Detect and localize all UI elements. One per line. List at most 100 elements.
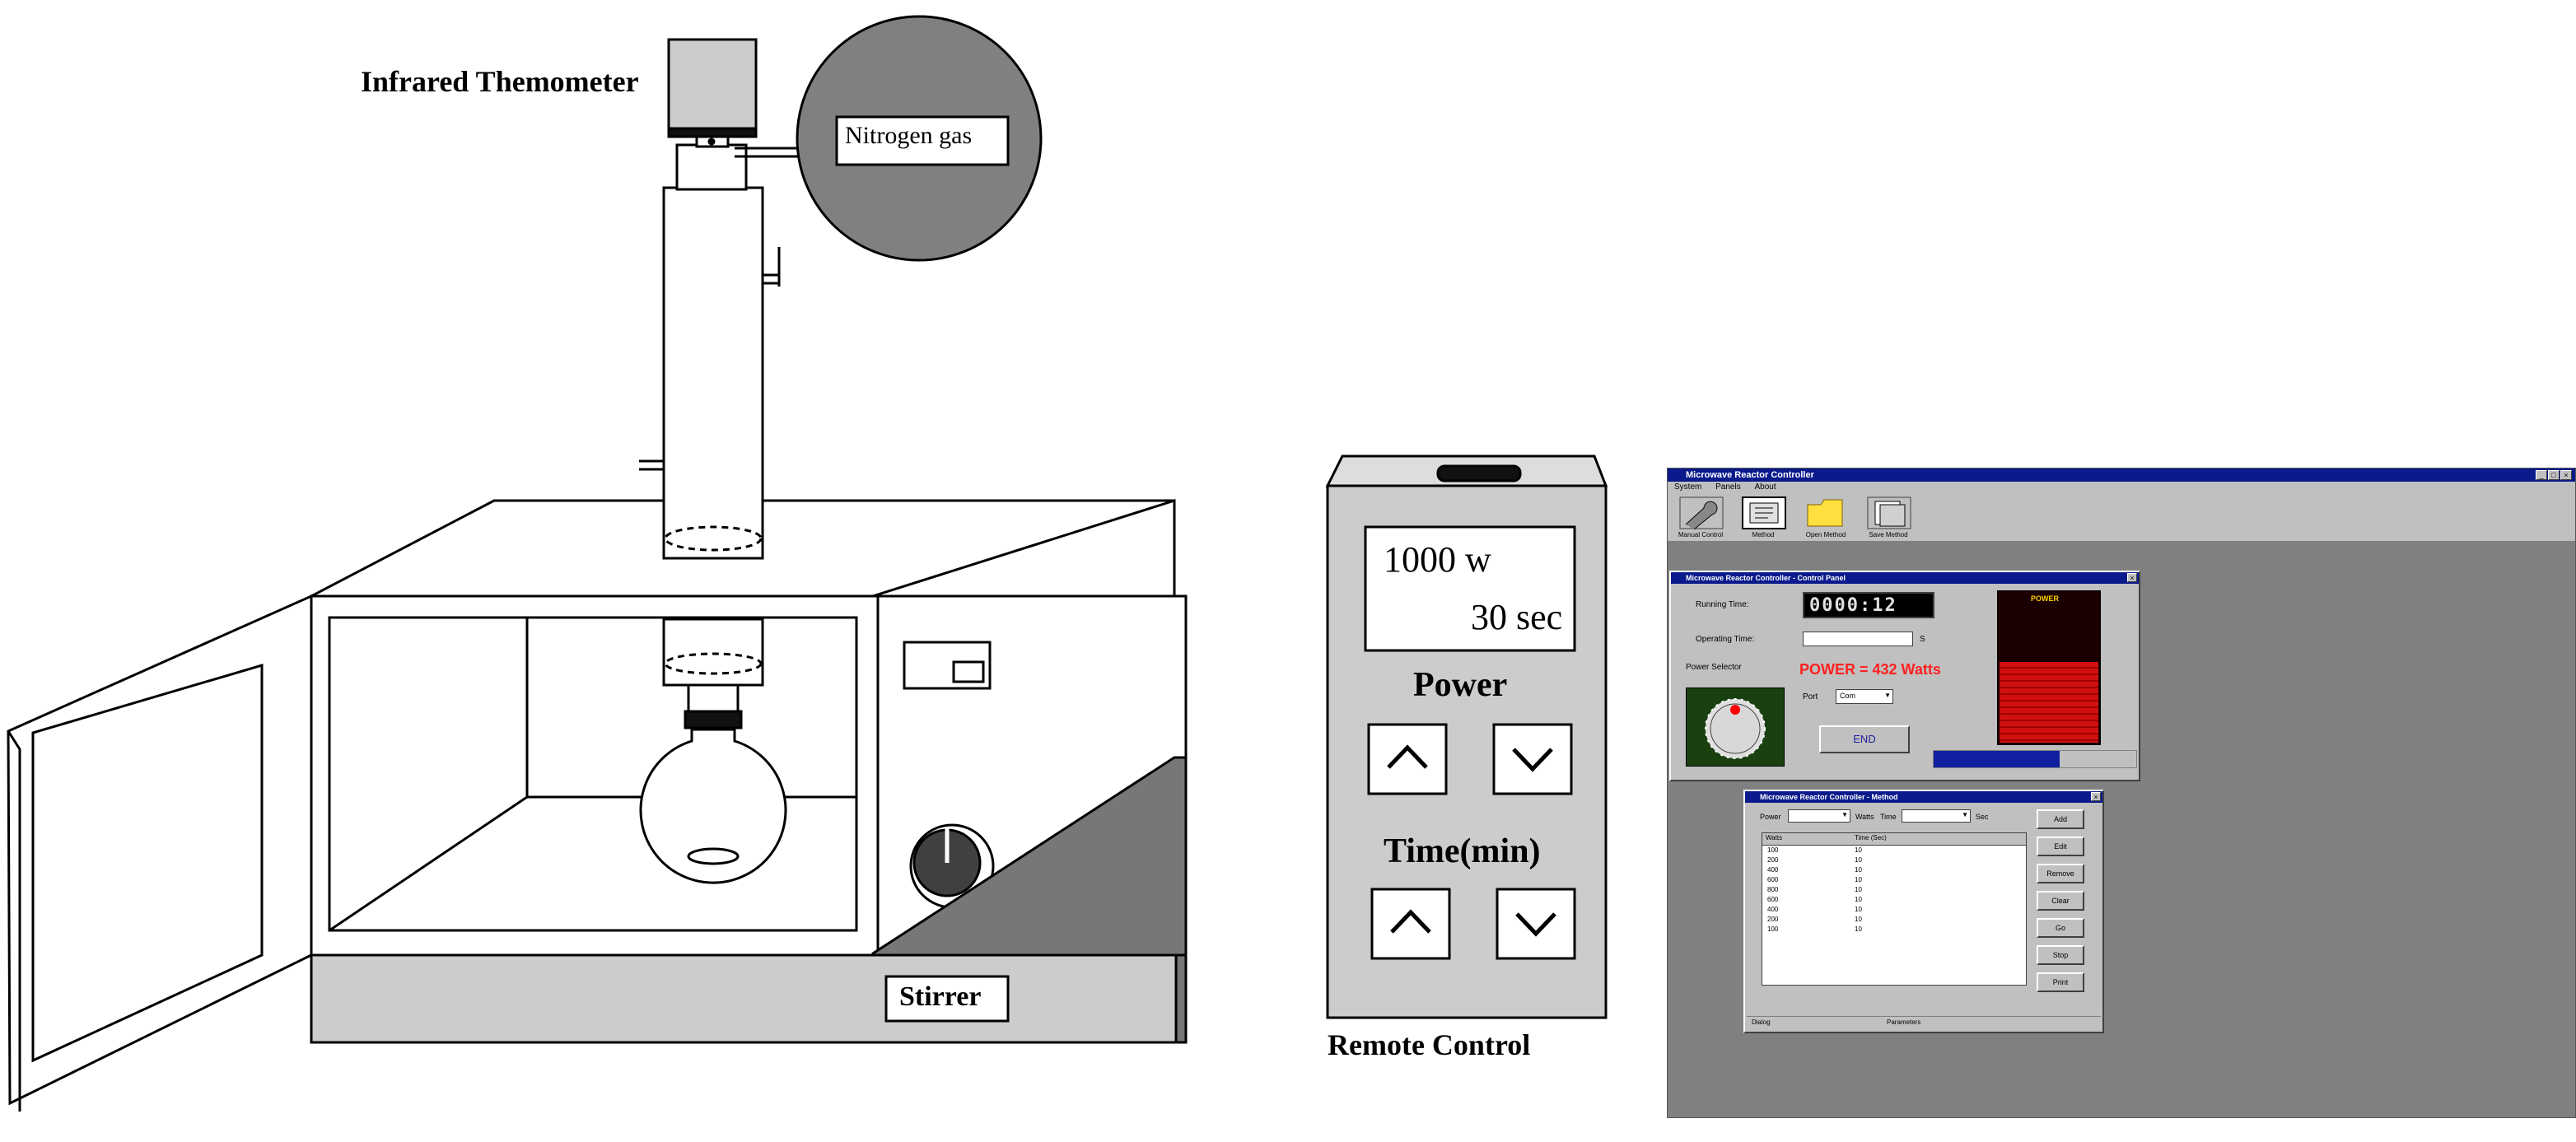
app-window: Microwave Reactor Controller _ □ × Syste… <box>1667 468 2576 1118</box>
port-select[interactable]: Com ▼ <box>1836 689 1893 704</box>
cell-time: 10 <box>1855 856 1862 864</box>
menu-system[interactable]: System <box>1674 482 1702 492</box>
method-panel-window: Microwave Reactor Controller - Method × … <box>1743 790 2104 1033</box>
table-row[interactable]: 100 10 <box>1762 925 2026 935</box>
toolbar: Manual Control Method Open Method <box>1668 493 2575 542</box>
power-selector-label: Power Selector <box>1686 663 1742 672</box>
method-sec-label: Sec <box>1976 813 1989 821</box>
method-panel-title: Microwave Reactor Controller - Method <box>1745 791 2102 803</box>
menu-about[interactable]: About <box>1754 482 1776 492</box>
cell-time: 10 <box>1855 925 1862 933</box>
method-power-label: Power <box>1760 813 1781 821</box>
maximize-button[interactable]: □ <box>2548 470 2560 480</box>
remote-power-label: Power <box>1413 666 1508 704</box>
method-time-label: Time <box>1880 813 1897 821</box>
clear-button[interactable]: Clear <box>2037 891 2084 911</box>
add-button[interactable]: Add <box>2037 809 2084 829</box>
time-down-button[interactable] <box>1496 888 1576 960</box>
cell-watts: 100 <box>1767 925 1779 933</box>
control-panel-title: Microwave Reactor Controller - Control P… <box>1671 572 2139 584</box>
table-row[interactable]: 100 10 <box>1762 846 2026 856</box>
chevron-down-icon: ▼ <box>1841 811 1848 818</box>
cell-watts: 400 <box>1767 866 1779 874</box>
method-power-select[interactable]: ▼ <box>1788 809 1850 823</box>
table-row[interactable]: 800 10 <box>1762 886 2026 896</box>
open-method-button[interactable]: Open Method <box>1796 496 1855 539</box>
operating-time-label: Operating Time: <box>1696 635 1755 644</box>
remote-display-power: 1000 w <box>1384 539 1491 580</box>
cell-watts: 100 <box>1767 846 1779 854</box>
cell-time: 10 <box>1855 866 1862 874</box>
table-row[interactable]: 200 10 <box>1762 916 2026 925</box>
notebook-icon <box>1742 496 1786 529</box>
method-time-select[interactable]: ▼ <box>1902 809 1971 823</box>
print-button[interactable]: Print <box>2037 972 2084 992</box>
app-titlebar: Microwave Reactor Controller <box>1668 468 2575 482</box>
stirrer-base <box>310 756 1188 1044</box>
stirrer-label-box <box>884 975 1010 1023</box>
power-down-button[interactable] <box>1492 723 1573 795</box>
running-time-label: Running Time: <box>1696 600 1749 609</box>
menu-panels[interactable]: Panels <box>1715 482 1741 492</box>
table-row[interactable]: 400 10 <box>1762 866 2026 876</box>
cell-watts: 200 <box>1767 916 1779 923</box>
stop-button[interactable]: Stop <box>2037 945 2084 965</box>
minimize-button[interactable]: _ <box>2536 470 2547 480</box>
status-right: Parameters <box>1887 1018 1921 1026</box>
cell-time: 10 <box>1855 916 1862 923</box>
power-readout: POWER = 432 Watts <box>1799 661 1941 678</box>
go-button[interactable]: Go <box>2037 918 2084 938</box>
power-up-button[interactable] <box>1367 723 1448 795</box>
port-label: Port <box>1803 692 1818 702</box>
folder-icon <box>1807 499 1843 527</box>
cell-time: 10 <box>1855 886 1862 893</box>
cell-watts: 800 <box>1767 886 1779 893</box>
close-button[interactable]: × <box>2560 470 2572 480</box>
column-header: Time (Sec) <box>1855 834 1887 841</box>
cell-watts: 400 <box>1767 906 1779 913</box>
menu-bar: System Panels About <box>1668 482 2575 493</box>
app-title: Microwave Reactor Controller <box>1686 470 1814 480</box>
remove-button[interactable]: Remove <box>2037 864 2084 883</box>
save-disk-icon <box>1867 496 1911 529</box>
chevron-down-icon: ▼ <box>1962 811 1968 818</box>
status-bar: Dialog Parameters <box>1747 1016 2101 1030</box>
table-row[interactable]: 200 10 <box>1762 856 2026 866</box>
chevron-down-icon: ▼ <box>1884 692 1891 699</box>
status-left: Dialog <box>1752 1018 1771 1026</box>
cell-watts: 600 <box>1767 876 1779 883</box>
cell-watts: 200 <box>1767 856 1779 864</box>
reflux-condenser <box>639 143 781 560</box>
operating-time-input[interactable] <box>1803 632 1913 646</box>
infrared-thermometer <box>667 38 758 148</box>
power-meter: POWER <box>1997 590 2101 745</box>
power-dial[interactable] <box>1686 688 1785 767</box>
control-panel-window: Microwave Reactor Controller - Control P… <box>1669 571 2140 781</box>
manual-control-button[interactable]: Manual Control <box>1671 496 1730 539</box>
power-meter-fill <box>2000 661 2098 743</box>
method-button[interactable]: Method <box>1734 496 1793 539</box>
time-up-button[interactable] <box>1370 888 1451 960</box>
cell-time: 10 <box>1855 846 1862 854</box>
running-time-value: 0000:12 <box>1809 595 1897 616</box>
edit-button[interactable]: Edit <box>2037 837 2084 856</box>
remote-control-label: Remote Control <box>1328 1028 1531 1061</box>
control-panel-close[interactable]: × <box>2127 573 2137 582</box>
remote-time-label: Time(min) <box>1384 832 1541 870</box>
save-method-button[interactable]: Save Method <box>1859 496 1918 539</box>
running-time-display: 0000:12 <box>1803 592 1934 618</box>
dial-knob-icon <box>1705 698 1766 759</box>
end-button[interactable]: END <box>1819 725 1910 753</box>
flask-neck <box>662 618 764 729</box>
wrench-icon <box>1679 496 1724 529</box>
nitrogen-gas-tank <box>735 15 1043 262</box>
method-panel-close[interactable]: × <box>2091 792 2101 801</box>
method-watts-label: Watts <box>1855 813 1874 821</box>
